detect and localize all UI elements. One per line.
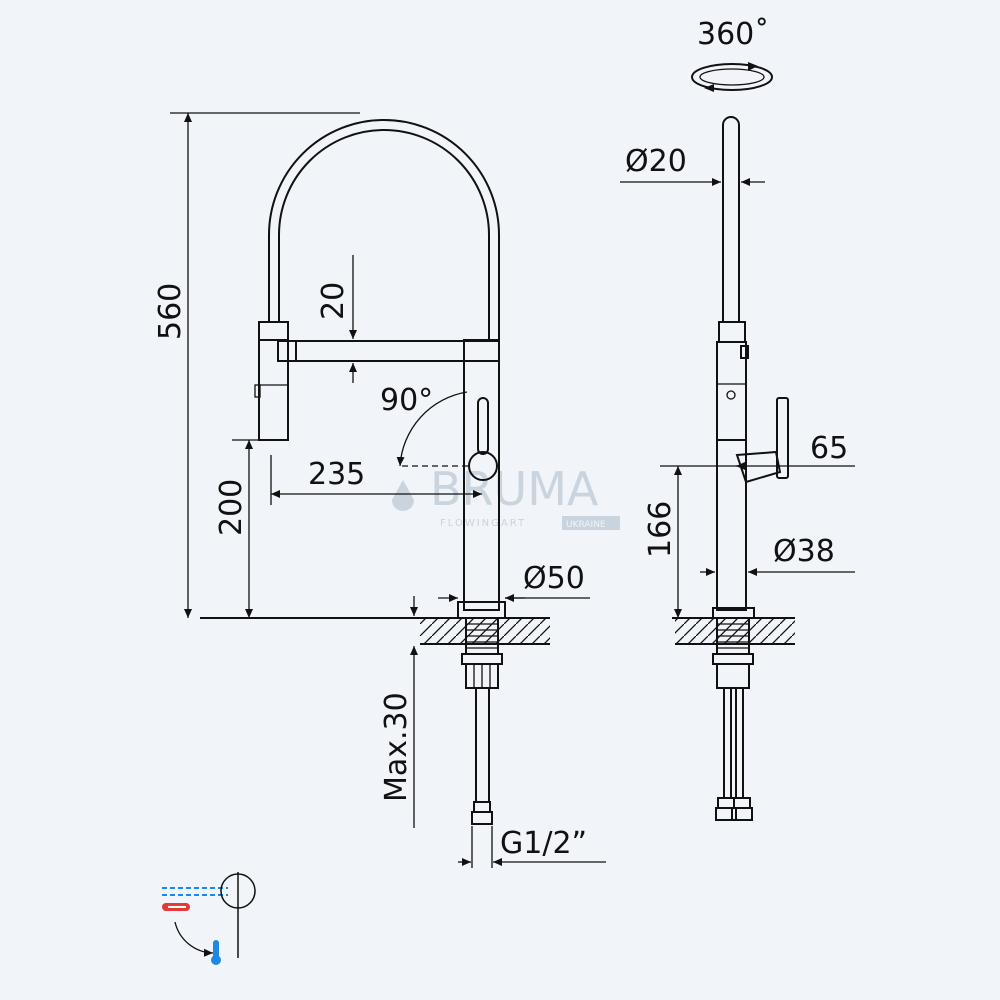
dim-max-deck: Max.30 <box>379 692 414 802</box>
side-spray-collar <box>718 321 746 343</box>
side-view: 360˚ Ø20 65 166 Ø38 <box>620 17 855 821</box>
watermark-tagline: FLOWINGART <box>440 518 526 529</box>
dim-body-height: 166 <box>643 501 678 558</box>
front-view: 560 200 235 20 90° Ø50 Max.30 G1/2” <box>153 112 606 868</box>
side-shank-threads <box>717 623 749 649</box>
dim-spout-height: 200 <box>214 479 249 536</box>
lever-rotation-arc <box>396 391 468 467</box>
fixing-bracket-lines <box>473 664 491 688</box>
side-body <box>716 439 747 611</box>
side-spray-button <box>726 390 736 400</box>
hose-fitting <box>471 811 493 825</box>
dim-reach: 235 <box>308 457 365 492</box>
spout-outer <box>268 119 500 342</box>
watermark-drop-icon <box>392 480 414 511</box>
watermark-brand: BRUMA <box>430 462 599 516</box>
side-hose-fitting-a <box>715 807 737 821</box>
shank-threads <box>466 623 498 649</box>
dim-body-diameter: Ø38 <box>773 534 835 569</box>
side-hose-nut-a <box>717 797 735 809</box>
spout-inner <box>278 129 490 342</box>
side-spout-tube <box>722 116 740 322</box>
side-deck-hatch <box>675 618 795 644</box>
side-lever-body <box>735 450 782 484</box>
dim-base-diameter: Ø50 <box>523 561 585 596</box>
dim-spout-rotation: 360˚ <box>697 17 769 52</box>
spray-head-clip <box>277 340 297 362</box>
mixer-operation-icon <box>162 872 256 965</box>
side-spray-clip <box>740 345 749 359</box>
fixing-nut <box>461 653 503 665</box>
hose-nut <box>473 801 491 813</box>
dim-handle-rotation: 90° <box>380 383 433 418</box>
side-hose-nut-b <box>733 797 751 809</box>
dim-total-height: 560 <box>153 283 188 340</box>
dim-spout-diameter: Ø20 <box>625 144 687 179</box>
deck-hatch <box>420 618 550 644</box>
lever-handle <box>477 397 489 455</box>
dim-connection: G1/2” <box>500 826 587 861</box>
rotation-arrow-icon <box>691 62 773 92</box>
side-lever-handle <box>776 397 789 479</box>
dim-handle-height: 65 <box>810 431 848 466</box>
spray-head <box>258 339 289 441</box>
spray-head-collar <box>258 321 289 341</box>
watermark-region-box <box>562 516 620 530</box>
spray-button <box>254 384 261 398</box>
lever-pivot <box>468 451 498 481</box>
side-bracket <box>716 663 750 689</box>
side-nut <box>712 653 754 665</box>
watermark-region: UKRAINE <box>566 520 606 530</box>
dim-spout-offset: 20 <box>316 282 351 320</box>
side-hose-fitting-b <box>731 807 753 821</box>
watermark: BRUMA FLOWINGART UKRAINE <box>392 462 620 530</box>
